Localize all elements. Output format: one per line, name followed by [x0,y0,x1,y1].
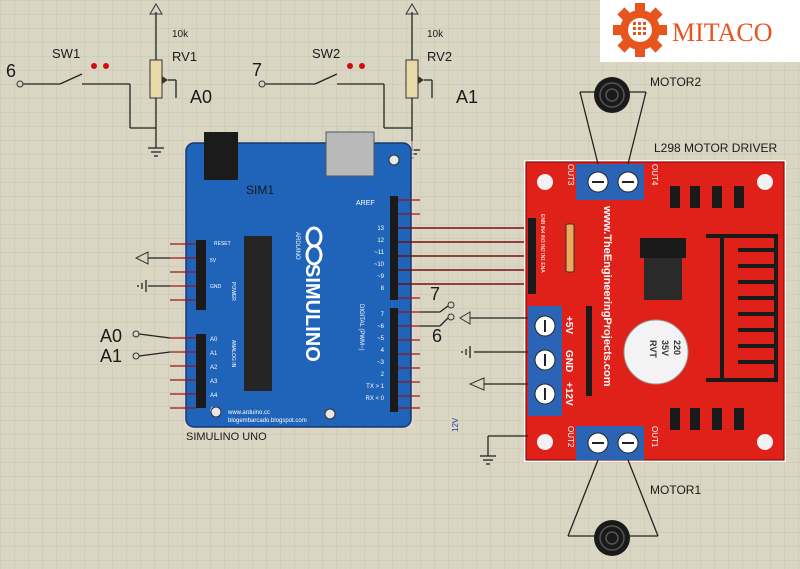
power-symbols-left [134,251,170,292]
wire-label-6: 6 [432,326,442,346]
simulino-infinity-logo [305,226,323,266]
cap-text-220: 220 [672,340,682,355]
arduino-url: www.arduino.cc [227,410,270,416]
wire-label-a0: A0 [100,326,122,346]
power-pin-5v: 5V [210,258,217,264]
dc-jack [204,132,238,180]
power-label-12v: +12V [563,382,574,406]
digital-pin-label: RX < 0 [365,396,384,402]
pin-label-7: 7 [252,60,262,80]
heatsink [706,234,778,382]
driver-url: www.TheEngineeringProjects.com [601,205,613,387]
analog-pin-label: A0 [210,337,218,343]
input-circuit-1: 6 SW1 10k RV1 A0 [6,3,212,157]
wire-label-7: 7 [430,284,440,304]
reset-label: RESET [214,241,231,247]
power-label-5v: +5V [563,316,574,334]
analog-input-wiring: A0 A1 [100,326,171,366]
digital-pin-label: ~5 [377,336,385,342]
pot-2-label: RV2 [427,49,452,64]
logo-text: MITACO [672,18,772,47]
supply-12v-label: 12V [451,417,460,432]
analog-pin-label: A3 [210,379,218,385]
input-header [528,218,536,294]
digital-7-6-wiring: 7 6 [420,284,455,346]
blog-url: blogembarcado.blogspot.com [228,418,307,424]
board-footer-label: SIMULINO UNO [186,431,267,443]
digital-pin-label: 13 [377,226,384,232]
analog-label-a0: A0 [190,87,212,107]
analog-pin-label: A2 [210,365,218,371]
capacitor [623,319,689,385]
digital-header: DIGITAL (PWM~) [358,304,364,351]
control-bus [398,213,528,299]
pot-1-label: RV1 [172,49,197,64]
wire-label-a1: A1 [100,346,122,366]
motor-1: MOTOR1 [567,459,701,556]
mitaco-logo: MITACO [600,0,800,62]
digital-pin-label: ~3 [377,360,385,366]
digital-pin-label: ~11 [374,250,384,256]
digital-pin-label: 8 [381,286,385,292]
digital-pin-label: 4 [381,348,385,354]
driver-title: L298 MOTOR DRIVER [654,141,777,155]
power-header: POWER [230,282,236,301]
digital-pin-label: ~10 [374,262,385,268]
digital-pin-label: 2 [381,372,385,378]
cap-text-rvt: RVT [648,340,658,358]
power-label-gnd: GND [563,350,574,372]
digital-pin-label: 7 [381,312,385,318]
gear-icon [613,3,667,57]
motor-1-label: MOTOR1 [650,483,701,497]
digital-pin-label: 12 [377,238,384,244]
pot-1-value: 10k [172,29,189,40]
l298-driver-board: OUT3 OUT4 OUT2 OUT1 +5V GND +12V ENB IN4… [524,141,786,462]
atmega-chip [244,236,272,391]
analog-label-a1: A1 [456,87,478,107]
input-circuit-2: 7 SW2 10k RV2 A1 [252,3,478,159]
motor-2: MOTOR2 [579,75,701,165]
pin-label-6: 6 [6,61,16,81]
cap-text-35v: 35V [660,340,670,356]
terminal-out4-label: OUT4 [650,164,659,186]
motor-2-label: MOTOR2 [650,75,701,89]
driver-power-wiring: 12V [451,311,528,465]
digital-pin-label: ~9 [377,274,385,280]
terminal-out2-label: OUT2 [566,426,575,448]
input-pin-labels: ENB IN4 IN3 IN2 IN1 ENA [539,214,545,273]
sub-brand-text: ARDUINO [294,232,300,260]
digital-pin-label: ~6 [377,324,385,330]
arduino-pin-stubs [170,199,420,409]
terminal-out1-label: OUT1 [650,426,659,448]
digital-pin-label: TX > 1 [366,384,385,390]
arduino-board: SIM1 RESET 5V GND POWER ANALOG IN A0A1A2… [184,131,414,443]
power-pin-gnd: GND [210,284,222,290]
terminal-out3-label: OUT3 [566,164,575,186]
usb-port [325,131,375,177]
aref-label: AREF [356,200,375,207]
switch-2-label: SW2 [312,46,340,61]
analog-header: ANALOG IN [230,340,236,368]
brand-text: SIMULINO [301,264,323,362]
analog-pin-label: A4 [210,393,218,399]
sim-label: SIM1 [246,183,274,197]
switch-1-label: SW1 [52,46,80,61]
analog-pin-label: A1 [210,351,218,357]
pot-2-value: 10k [427,29,444,40]
